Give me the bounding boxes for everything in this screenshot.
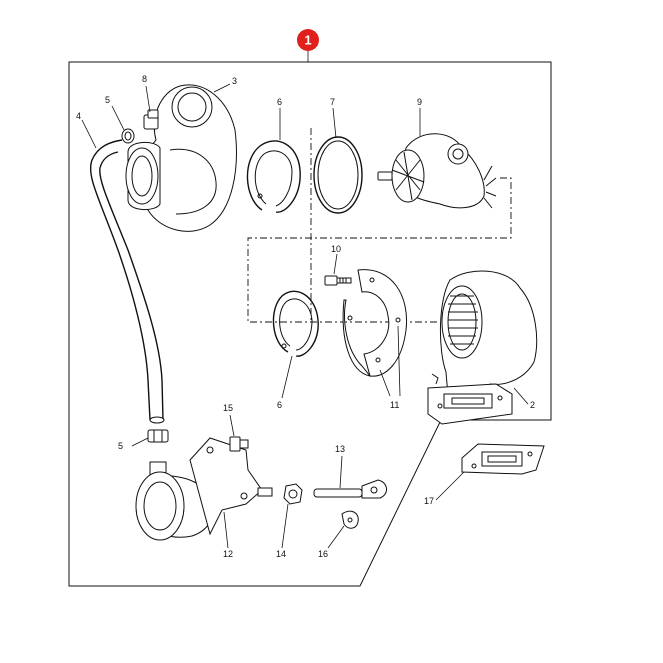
- part-labels: 8 3 5 4 6 7 9 10 6 11 2 15 5 13 17 12 14…: [76, 74, 535, 559]
- part-label-14[interactable]: 14: [276, 549, 286, 559]
- part-label-2[interactable]: 2: [530, 400, 535, 410]
- exhaust-gasket[interactable]: [461, 443, 545, 475]
- bolt-10[interactable]: [324, 275, 352, 286]
- badge-label: 1: [304, 33, 311, 48]
- part-label-9[interactable]: 9: [417, 97, 422, 107]
- hose-fitting[interactable]: [143, 109, 159, 130]
- hose-clamp-upper[interactable]: [121, 128, 135, 144]
- circlip-lower[interactable]: [272, 290, 319, 357]
- nut-14[interactable]: [283, 483, 303, 505]
- part-label-8[interactable]: 8: [142, 74, 147, 84]
- part-label-12[interactable]: 12: [223, 549, 233, 559]
- compressor-housing[interactable]: [125, 84, 237, 232]
- part-label-6-lower[interactable]: 6: [277, 400, 282, 410]
- part-label-5-upper[interactable]: 5: [105, 95, 110, 105]
- part-label-3[interactable]: 3: [232, 76, 237, 86]
- part-label-16[interactable]: 16: [318, 549, 328, 559]
- badge-circle: [297, 29, 319, 51]
- seal-plate[interactable]: [342, 269, 408, 377]
- part-label-4[interactable]: 4: [76, 111, 81, 121]
- part-label-5-lower[interactable]: 5: [118, 441, 123, 451]
- part-label-15[interactable]: 15: [223, 403, 233, 413]
- wastegate-hose[interactable]: [89, 139, 165, 424]
- part-label-13[interactable]: 13: [335, 444, 345, 454]
- screw-15[interactable]: [229, 436, 249, 452]
- circlip-upper[interactable]: [246, 140, 301, 213]
- part-label-11[interactable]: 11: [390, 400, 399, 410]
- part-label-17[interactable]: 17: [424, 496, 434, 506]
- turbo-cartridge[interactable]: [377, 133, 497, 209]
- part-label-7[interactable]: 7: [330, 97, 335, 107]
- wastegate-actuator[interactable]: [135, 437, 273, 541]
- part-label-6-upper[interactable]: 6: [277, 97, 282, 107]
- callout-badge[interactable]: 1: [297, 29, 319, 51]
- seal-ring[interactable]: [313, 136, 363, 214]
- actuator-rod[interactable]: [313, 479, 387, 499]
- hose-clamp-lower[interactable]: [147, 429, 169, 443]
- retaining-clip[interactable]: [341, 510, 359, 529]
- part-label-10[interactable]: 10: [331, 244, 341, 254]
- leader-lines: [81, 83, 529, 549]
- turbine-housing[interactable]: [427, 270, 538, 425]
